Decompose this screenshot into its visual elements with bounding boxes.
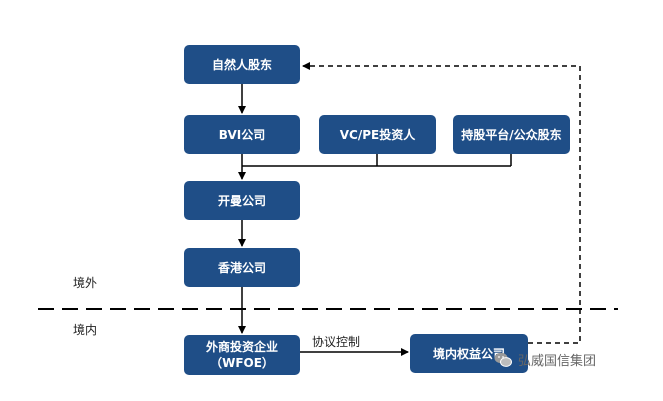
watermark-text: 弘威国信集团 [518, 354, 597, 369]
watermark: 弘威国信集团 [494, 350, 596, 369]
node-wfoe-label-line1: 外商投资企业 [205, 340, 278, 354]
node-vcpe: VC/PE投资人 [319, 115, 436, 154]
node-bvi-label: BVI公司 [218, 127, 266, 142]
node-natural-shareholder-label: 自然人股东 [211, 57, 272, 72]
node-hk-label: 香港公司 [217, 260, 266, 275]
node-hk: 香港公司 [184, 248, 300, 287]
dashed-return-path [302, 62, 581, 344]
node-bvi: BVI公司 [184, 115, 300, 154]
wechat-icon [494, 352, 512, 368]
edge-label-agreement: 协议控制 [312, 335, 361, 349]
region-label-domestic: 境内 [73, 323, 98, 337]
node-platform: 持股平台/公众股东 [453, 115, 570, 154]
node-domestic: 境内权益公司 [410, 334, 528, 373]
node-wfoe: 外商投资企业 （WFOE） [184, 335, 300, 375]
node-domestic-label: 境内权益公司 [432, 346, 505, 361]
node-kaiman: 开曼公司 [184, 181, 300, 220]
node-kaiman-label: 开曼公司 [217, 193, 266, 208]
node-vcpe-label: VC/PE投资人 [339, 127, 416, 142]
node-natural-shareholder: 自然人股东 [184, 45, 300, 84]
node-wfoe-label-line2: （WFOE） [210, 356, 274, 370]
node-platform-label: 持股平台/公众股东 [461, 127, 562, 142]
region-label-overseas: 境外 [73, 276, 98, 290]
